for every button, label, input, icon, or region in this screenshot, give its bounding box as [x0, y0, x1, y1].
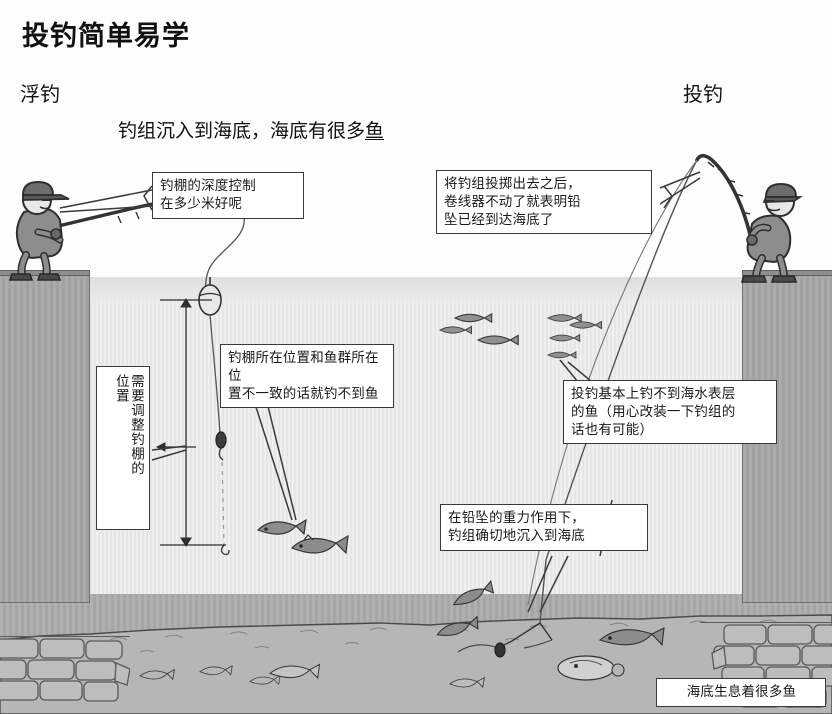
- callout-no-surface-fish: 投钓基本上钓不到海水表层 的鱼（用心改装一下钓组的 话也有可能）: [563, 380, 777, 445]
- callout-cast-sink: 将钓组投掷出去之后， 卷线器不动了就表明铅 坠已经到达海底了: [436, 170, 652, 235]
- section-label-float-fishing: 浮钓: [20, 84, 60, 106]
- callout-depth-mismatch: 钓棚所在位置和鱼群所在位 置不一致的话就钓不到鱼: [220, 344, 394, 409]
- callout-float-depth: 钓棚的深度控制 在多少米好呢: [152, 172, 304, 219]
- callout-seabed-fish: 海底生息着很多鱼: [656, 678, 826, 707]
- right-breakwater-cap: [742, 270, 832, 276]
- subheading-text: 钓组沉入到海底，海底有很多: [118, 121, 366, 142]
- subheading-underlined-text: 鱼: [365, 121, 385, 142]
- water-surface-shading: [0, 277, 832, 303]
- callout-adjust-depth-line2: 位置: [113, 374, 129, 403]
- callout-adjust-depth-line1: 需要调整钓棚的: [129, 374, 144, 476]
- left-breakwater: [0, 273, 90, 603]
- left-breakwater-cap: [0, 270, 90, 276]
- callout-sinker-gravity: 在铅坠的重力作用下， 钓组确切地沉入到海底: [440, 504, 648, 551]
- subheading: 钓组沉入到海底，海底有很多鱼: [118, 116, 384, 143]
- callout-adjust-depth: 需要调整钓棚的位置: [96, 366, 150, 530]
- section-label-cast-fishing: 投钓: [683, 84, 723, 106]
- left-stone-wall: [0, 636, 130, 702]
- page-title: 投钓简单易学: [22, 21, 190, 51]
